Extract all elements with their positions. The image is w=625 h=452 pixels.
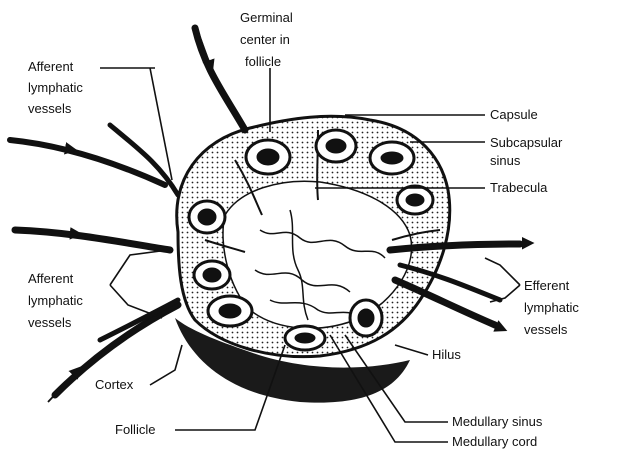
label-cortex: Cortex — [95, 377, 134, 392]
label-medullary-cord: Medullary cord — [452, 434, 537, 449]
label-trabecula: Trabecula — [490, 180, 548, 195]
label-subcapsular-sinus: Subcapsular sinus — [490, 135, 566, 168]
label-efferent: Efferent lymphatic vessels — [524, 278, 583, 337]
label-afferent-bottom: Afferent lymphatic vessels — [28, 271, 87, 330]
lymph-node-body — [175, 116, 450, 402]
label-hilus: Hilus — [432, 347, 461, 362]
label-capsule: Capsule — [490, 107, 538, 122]
label-germinal-center: Germinal center in follicle — [240, 10, 296, 69]
label-afferent-top: Afferent lymphatic vessels — [28, 59, 87, 116]
label-medullary-sinus: Medullary sinus — [452, 414, 543, 429]
label-follicle: Follicle — [115, 422, 155, 437]
